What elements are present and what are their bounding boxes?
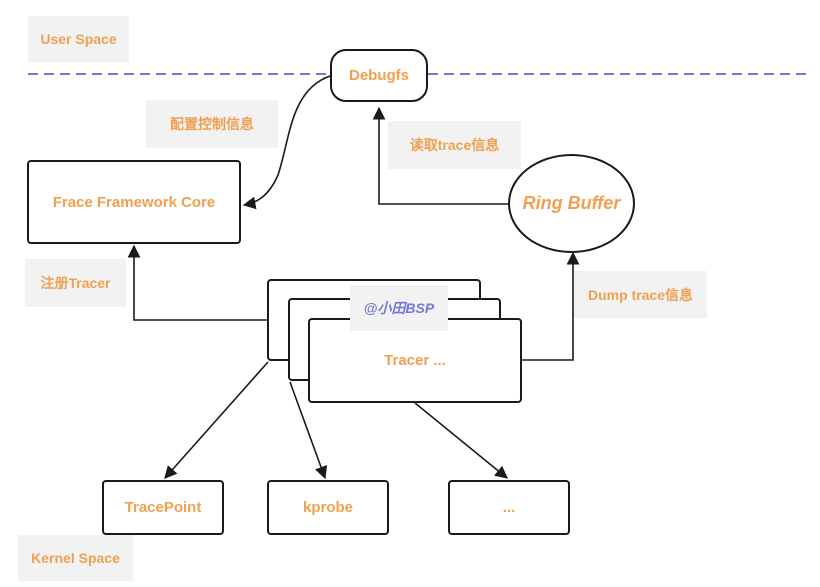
arrow-read-trace — [372, 106, 510, 205]
framework-core-node: Frace Framework Core — [27, 160, 241, 244]
arrow-register — [127, 244, 268, 321]
read-trace-label: 读取trace信息 — [388, 121, 521, 169]
tracepoint-node: TracePoint — [102, 480, 224, 535]
arrow-other — [414, 402, 508, 479]
config-info-label: 配置控制信息 — [146, 100, 278, 148]
arrow-config — [242, 75, 331, 210]
arrow-dump — [521, 251, 580, 361]
debugfs-node: Debugfs — [330, 49, 428, 102]
other-node: ... — [448, 480, 570, 535]
register-tracer-label: 注册Tracer — [25, 259, 126, 307]
tracer-node: Tracer ... — [308, 318, 522, 403]
ring-buffer-node: Ring Buffer — [508, 154, 635, 253]
kprobe-node: kprobe — [267, 480, 389, 535]
arrow-kprobe — [289, 381, 328, 480]
user-space-label: User Space — [28, 16, 129, 62]
kernel-space-label: Kernel Space — [18, 535, 133, 581]
arrow-tracepoint — [164, 361, 269, 479]
watermark: @小田BSP — [350, 285, 448, 331]
dump-trace-label: Dump trace信息 — [574, 271, 707, 318]
